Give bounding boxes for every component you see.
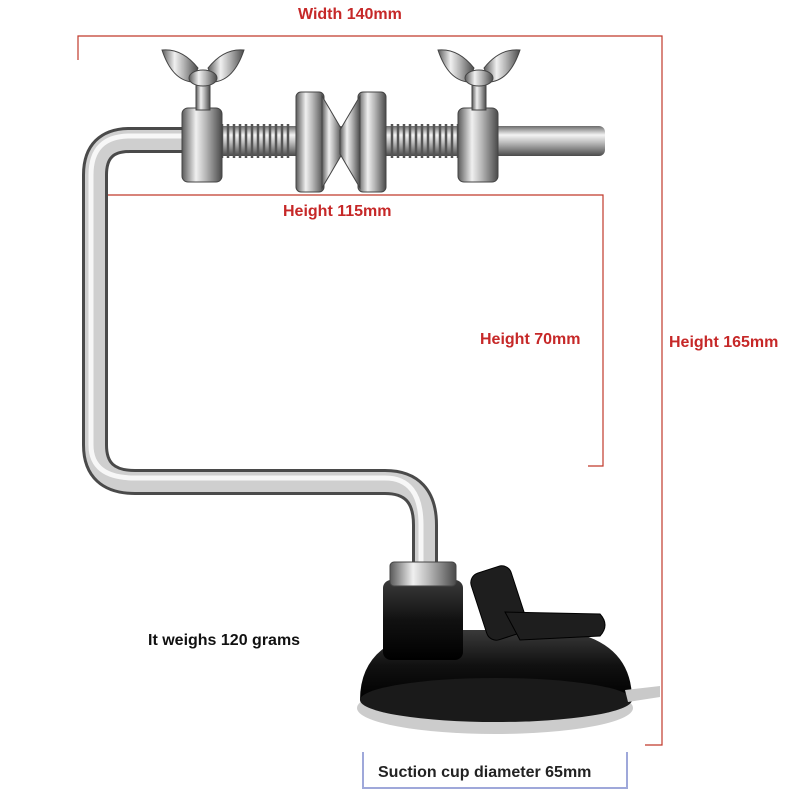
right-collar [457,107,499,183]
caption-bracket [362,752,628,789]
spring-left [220,124,290,158]
suction-cup-label: Suction cup diameter 65mm [378,764,592,781]
center-spool [295,91,387,193]
left-collar [181,107,223,183]
height-165-label: Height 165mm [669,334,779,351]
width-label: Width 140mm [298,6,402,23]
left-wing-nut [161,49,245,111]
suction-cup-tab [625,686,660,702]
suction-lever [470,565,606,641]
height-115-label: Height 115mm [283,203,392,220]
metal-rod [82,127,438,588]
suction-cup-base [357,561,633,734]
right-wing-nut [437,49,521,111]
dimension-lines [77,35,663,746]
spindle-shaft [185,126,605,156]
width-dimension-line [77,35,663,746]
height-115-dimension-line [108,194,604,467]
weight-label: It weighs 120 grams [148,632,301,649]
spring-right [390,124,460,158]
height-70-label: Height 70mm [480,331,581,348]
hex-nut [389,561,457,587]
